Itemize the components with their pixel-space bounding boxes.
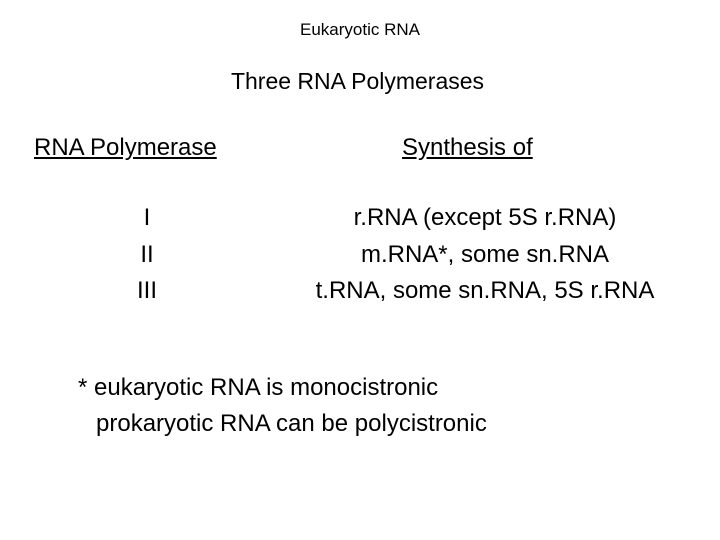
polymerase-i: I [143, 204, 151, 231]
column-header-polymerase: RNA Polymerase [34, 134, 217, 161]
footnote-line-1: * eukaryotic RNA is monocistronic [78, 374, 439, 401]
footnote-line-2: prokaryotic RNA can be polycistronic [96, 410, 487, 437]
synthesis-ii: m.RNA*, some sn.RNA [360, 240, 610, 268]
footnote: * eukaryotic RNA is monocistronic prokar… [78, 370, 487, 442]
column-header-synthesis: Synthesis of [402, 134, 533, 161]
synthesis-iii: t.RNA, some sn.RNA, 5S r.RNA [315, 277, 655, 304]
polymerase-ii: II [140, 240, 154, 268]
synthesis-column: r.RNA (except 5S r.RNA) m.RNA*, some sn.… [265, 200, 705, 310]
synthesis-i: r.RNA (except 5S r.RNA) [353, 204, 617, 231]
slide-header: Eukaryotic RNA [300, 20, 420, 39]
slide-subtitle: Three RNA Polymerases [230, 68, 485, 94]
polymerase-iii: III [136, 277, 157, 304]
polymerase-column: I II III [97, 200, 197, 310]
